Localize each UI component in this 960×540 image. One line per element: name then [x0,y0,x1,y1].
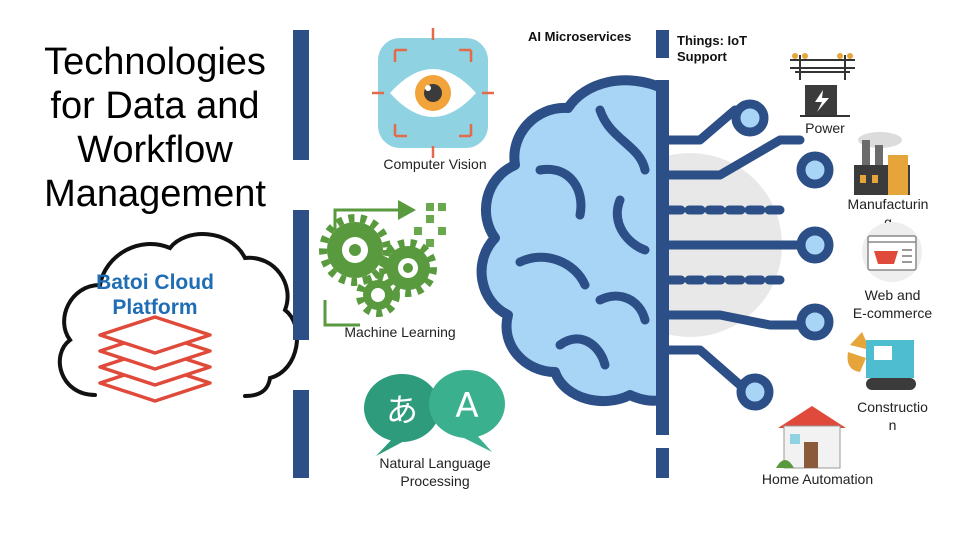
glyph-hiragana: あ [386,391,418,429]
heading-iot-line1: Things: IoT [677,33,748,48]
glyph-latin: A [455,386,478,426]
accent-bar-cv [293,30,309,160]
label-machine-learning: Machine Learning [344,324,456,340]
accent-bar-top [656,30,669,58]
divider-bar [656,80,669,435]
label-construction-line1: Constructio [857,399,928,415]
label-nlp-line2: Processing [400,473,470,489]
label-web-line2: E-commerce [852,305,933,321]
page-title: Technologies for Data and Workflow Manag… [44,41,266,215]
label-construction-line2: n [888,417,897,433]
label-manufacturing-line1: Manufacturin [847,196,929,212]
heading-ai-microservices: AI Microservices [528,29,632,44]
label-manufacturing-line2: g [884,214,892,230]
heading-iot-line2: Support [677,49,727,64]
label-web-line1: Web and [864,287,921,303]
accent-bar-ml [293,210,309,340]
platform-name-line1: Batoi Cloud [96,271,214,294]
label-nlp-line1: Natural Language [379,455,491,471]
platform-name-line2: Platform [112,296,198,319]
divider-bar-bottom [656,448,669,478]
label-power: Power [805,120,845,136]
label-computer-vision: Computer Vision [383,156,487,172]
accent-bar-nlp [293,390,309,478]
label-home-automation: Home Automation [761,471,874,487]
